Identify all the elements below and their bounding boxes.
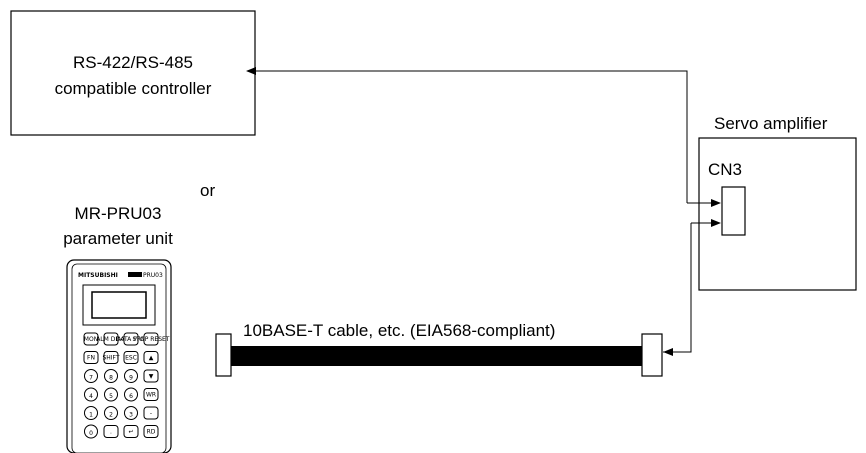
- keypad-key-label: ESC: [125, 355, 137, 362]
- keypad-key-label: 7: [89, 375, 93, 382]
- keypad-key: [123, 332, 139, 346]
- cable-right-plug: [641, 333, 663, 377]
- cn3-label: CN3: [708, 160, 742, 179]
- cable: 10BASE-T cable, etc. (EIA568-compliant): [215, 321, 663, 377]
- keypad-key-label: MON: [84, 336, 98, 343]
- keypad-key: [84, 369, 98, 383]
- keypad-key-label: 9: [129, 375, 133, 382]
- keypad-key-label: RD: [147, 429, 156, 436]
- keypad-key: [143, 369, 159, 383]
- or-label: or: [200, 181, 215, 200]
- device-model-text: PRU03: [143, 272, 163, 279]
- keypad-key: [84, 424, 98, 439]
- keypad-key: [103, 351, 119, 364]
- keypad-key: [123, 425, 139, 438]
- controller-frame: [10, 10, 256, 136]
- keypad-key-label: 2: [109, 412, 113, 419]
- keypad-key: [83, 351, 99, 364]
- controller-to-cn3-line: [246, 67, 688, 203]
- keypad-key: [143, 332, 159, 346]
- keypad-key-label: -: [150, 410, 152, 417]
- keypad-key: [83, 332, 99, 346]
- keypad-key: [124, 406, 138, 420]
- controller-label-line1: RS-422/RS-485: [73, 53, 193, 72]
- cable-label: 10BASE-T cable, etc. (EIA568-compliant): [243, 321, 555, 340]
- keypad-key: [104, 369, 118, 383]
- parameter-unit-model-label: MR-PRU03: [75, 204, 162, 223]
- keypad-key-label: .: [110, 429, 112, 436]
- keypad-key: [84, 406, 98, 420]
- keypad-key-label: SHIFT: [102, 355, 119, 362]
- keypad-key: [104, 387, 118, 402]
- keypad-key: [124, 387, 138, 402]
- keypad-key-label: 8: [109, 375, 113, 382]
- servo-amplifier-box: CN3: [698, 137, 857, 291]
- keypad-key-label: DATA PRM: [116, 336, 146, 343]
- parameter-unit-name-label: parameter unit: [63, 229, 173, 248]
- controller-label-line2: compatible controller: [55, 79, 212, 98]
- device-brand-text: MITSUBISHI: [78, 272, 118, 279]
- keypad-key: [143, 425, 159, 438]
- cn3-connector: [721, 186, 746, 236]
- keypad-key-label: 0: [89, 430, 93, 437]
- keypad-key-label: ALM DIAG: [96, 336, 126, 343]
- keypad-key: [143, 406, 159, 420]
- keypad-key-label: ▲: [149, 355, 154, 362]
- keypad-key-label: STOP RESET: [133, 336, 170, 343]
- keypad-key: [143, 388, 159, 401]
- controller-box: RS-422/RS-485 compatible controller: [10, 10, 256, 136]
- servo-amplifier-title: Servo amplifier: [714, 114, 828, 133]
- keypad-key: [103, 332, 119, 346]
- keypad-key: [124, 369, 138, 383]
- keypad-key-label: 6: [129, 393, 133, 400]
- connection-lines: [246, 67, 721, 356]
- keypad-key-label: 5: [109, 393, 113, 400]
- keypad-key-label: 1: [89, 412, 93, 419]
- cable-body: [231, 346, 642, 366]
- cable-to-cn3-line: [663, 223, 692, 353]
- cable-left-plug: [215, 333, 232, 377]
- keypad-key-label: ↵: [128, 429, 133, 436]
- device-model-badge: [128, 272, 142, 277]
- keypad-key: [123, 351, 139, 364]
- keypad-key-label: 3: [129, 412, 133, 419]
- keypad-key: [143, 351, 159, 364]
- keypad-key-label: WR: [146, 392, 156, 399]
- keypad-key: [84, 387, 98, 402]
- device-display-screen: [91, 291, 147, 319]
- keypad-key-label: FN: [87, 355, 95, 362]
- keypad-key-label: ▼: [149, 373, 154, 380]
- keypad-key: [103, 425, 119, 438]
- keypad-key-label: 4: [89, 393, 93, 400]
- keypad-key: [104, 406, 118, 420]
